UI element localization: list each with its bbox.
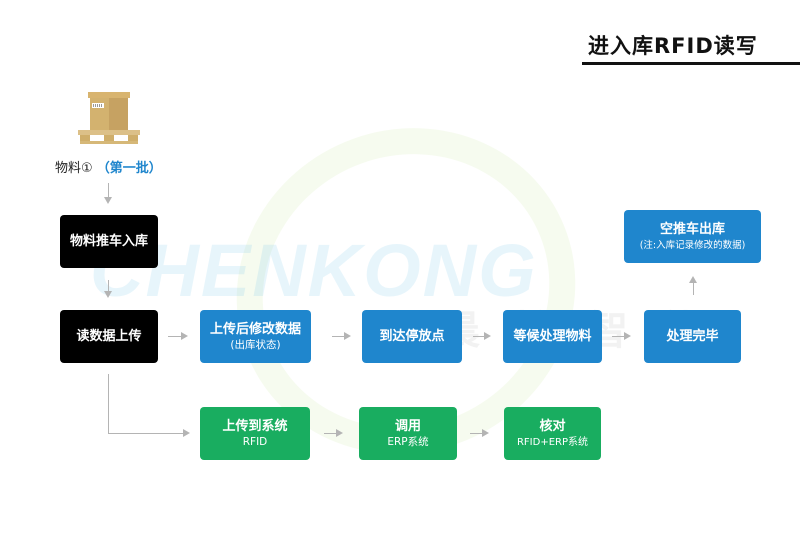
connector-line (108, 433, 184, 434)
step-cart-in: 物料推车入库 (60, 215, 158, 268)
arrow-right-icon (482, 429, 489, 437)
arrow-right-icon (336, 429, 343, 437)
step-empty-out: 空推车出库 (注:入库记录修改的数据) (624, 210, 761, 263)
material-name: 物料① (55, 161, 93, 176)
arrow-right-icon (344, 332, 351, 340)
material-label: 物料① （第一批） (55, 157, 162, 176)
step-upload-system: 上传到系统 RFID (200, 407, 310, 460)
step-read-upload: 读数据上传 (60, 310, 158, 363)
page-title: 进入库RFID读写 (588, 34, 758, 58)
connector-line (324, 433, 337, 434)
step-label: 调用 (394, 418, 421, 434)
arrow-right-icon (484, 332, 491, 340)
arrow-down-icon (104, 291, 112, 298)
step-sublabel: (出库状态) (230, 338, 281, 351)
pallet-box-icon (78, 92, 140, 144)
step-label: 读数据上传 (76, 329, 142, 344)
step-arrive: 到达停放点 (362, 310, 462, 363)
step-wait: 等候处理物料 (503, 310, 602, 363)
connector-line (473, 336, 485, 337)
step-label: 等候处理物料 (513, 329, 592, 344)
step-label: 处理完毕 (666, 329, 719, 344)
watermark-brand: CHENKONG (90, 229, 538, 312)
step-label: 空推车出库 (659, 221, 725, 237)
step-sublabel: RFID+ERP系统 (516, 436, 589, 448)
step-label: 物料推车入库 (69, 234, 148, 249)
connector-line (332, 336, 345, 337)
step-label: 到达停放点 (379, 329, 445, 344)
connector-line (108, 280, 109, 292)
step-label: 上传后修改数据 (209, 321, 301, 337)
connector-line (168, 336, 182, 337)
step-sublabel: RFID (242, 435, 268, 448)
step-done: 处理完毕 (644, 310, 741, 363)
arrow-right-icon (181, 332, 188, 340)
connector-line (108, 374, 109, 434)
step-label: 上传到系统 (222, 418, 288, 434)
connector-line (612, 336, 625, 337)
title-underline (582, 62, 800, 65)
connector-line (470, 433, 483, 434)
connector-line (693, 282, 694, 295)
step-call-erp: 调用 ERP系统 (359, 407, 457, 460)
connector-line (108, 183, 109, 198)
arrow-right-icon (183, 429, 190, 437)
step-modify-data: 上传后修改数据 (出库状态) (200, 310, 311, 363)
step-sublabel: (注:入库记录修改的数据) (639, 239, 746, 251)
step-label: 核对 (539, 418, 566, 434)
step-check: 核对 RFID+ERP系统 (504, 407, 601, 460)
material-batch: （第一批） (96, 161, 162, 176)
arrow-right-icon (624, 332, 631, 340)
step-sublabel: ERP系统 (387, 435, 429, 448)
arrow-up-icon (689, 276, 697, 283)
arrow-down-icon (104, 197, 112, 204)
